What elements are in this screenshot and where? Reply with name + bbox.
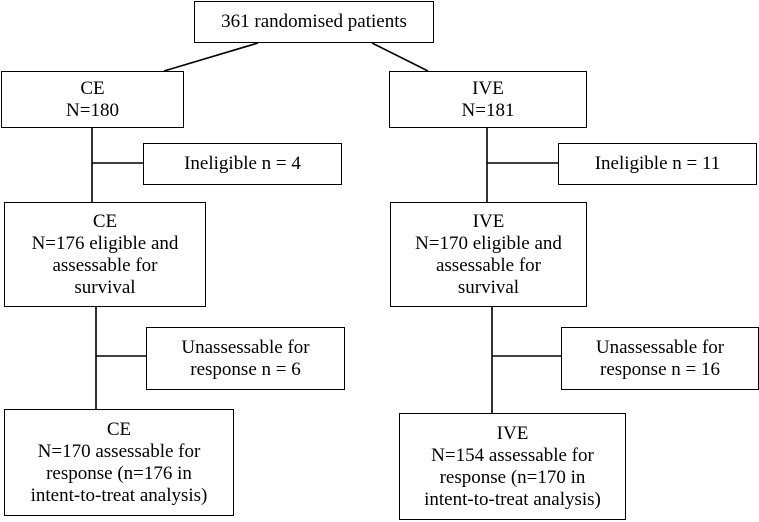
ce-eligible-box: CE N=176 eligible and assessable for sur…: [4, 202, 206, 307]
connector-root-right: [371, 42, 429, 72]
ive-arm-box: IVE N=181: [389, 71, 587, 128]
ive-final-box: IVE N=154 assessable for response (n=170…: [399, 413, 626, 520]
root-text: 361 randomised patients: [221, 11, 407, 32]
ce-eligible-text: CE N=176 eligible and assessable for sur…: [31, 210, 179, 298]
connector-root-left: [163, 42, 259, 72]
ce-arm-box: CE N=180: [1, 71, 184, 128]
ce-final-box: CE N=170 assessable for response (n=176 …: [4, 409, 234, 516]
ce-arm-text: CE N=180: [66, 77, 119, 121]
ce-unassessable-text: Unassessable for response n = 6: [181, 336, 310, 380]
ce-ineligible-text: Ineligible n = 4: [184, 153, 301, 174]
root-box: 361 randomised patients: [194, 1, 434, 43]
ive-unassessable-text: Unassessable for response n = 16: [595, 336, 725, 380]
ive-eligible-box: IVE N=170 eligible and assessable for su…: [390, 202, 587, 307]
ce-final-text: CE N=170 assessable for response (n=176 …: [30, 418, 208, 506]
ce-unassessable-box: Unassessable for response n = 6: [146, 327, 345, 390]
ive-ineligible-box: Ineligible n = 11: [558, 143, 757, 185]
ce-ineligible-box: Ineligible n = 4: [143, 143, 342, 185]
ive-final-text: IVE N=154 assessable for response (n=170…: [424, 422, 601, 510]
ive-ineligible-text: Ineligible n = 11: [594, 153, 721, 174]
ive-arm-text: IVE N=181: [461, 77, 515, 121]
ive-eligible-text: IVE N=170 eligible and assessable for su…: [415, 210, 562, 298]
ive-unassessable-box: Unassessable for response n = 16: [561, 327, 759, 390]
